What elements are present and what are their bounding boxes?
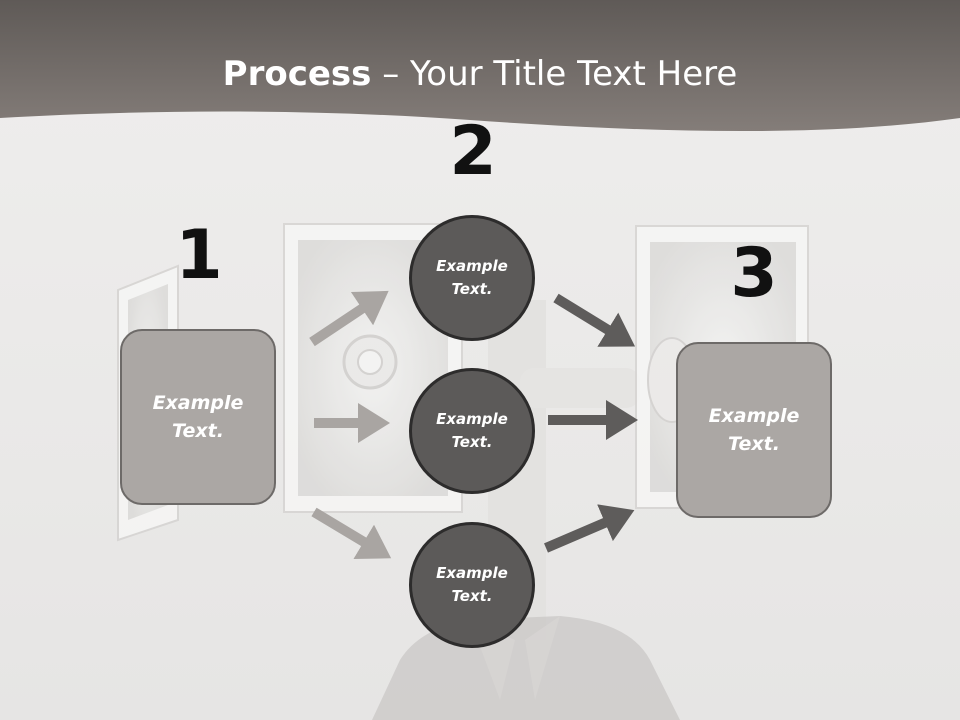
arrow-left-top <box>309 290 389 347</box>
step-1-box: Example Text. <box>120 329 276 505</box>
arrow-left-bottom <box>311 507 392 559</box>
circle-top-text: Example Text. <box>436 257 508 298</box>
step-number-1: 1 <box>175 216 223 295</box>
arrow-right-top <box>553 293 636 347</box>
circle-bottom: Example Text. <box>409 522 535 648</box>
step-3-text: Example Text. <box>708 405 800 455</box>
title-rest: Your Title Text Here <box>410 54 738 94</box>
step-1-text: Example Text. <box>152 392 244 442</box>
circle-bottom-text: Example Text. <box>436 564 508 605</box>
step-number-3: 3 <box>730 234 778 313</box>
title-bold: Process <box>222 54 372 94</box>
circle-middle: Example Text. <box>409 368 535 494</box>
speaker-middle-shape <box>283 223 463 513</box>
step-number-2: 2 <box>449 112 497 191</box>
arrow-right-bottom <box>544 504 635 553</box>
step-3-box: Example Text. <box>676 342 832 518</box>
title-dash: – <box>371 54 411 94</box>
slide-title: Process – Your Title Text Here <box>0 50 960 98</box>
circle-middle-text: Example Text. <box>436 410 508 451</box>
circle-top: Example Text. <box>409 215 535 341</box>
header-band <box>0 0 960 132</box>
